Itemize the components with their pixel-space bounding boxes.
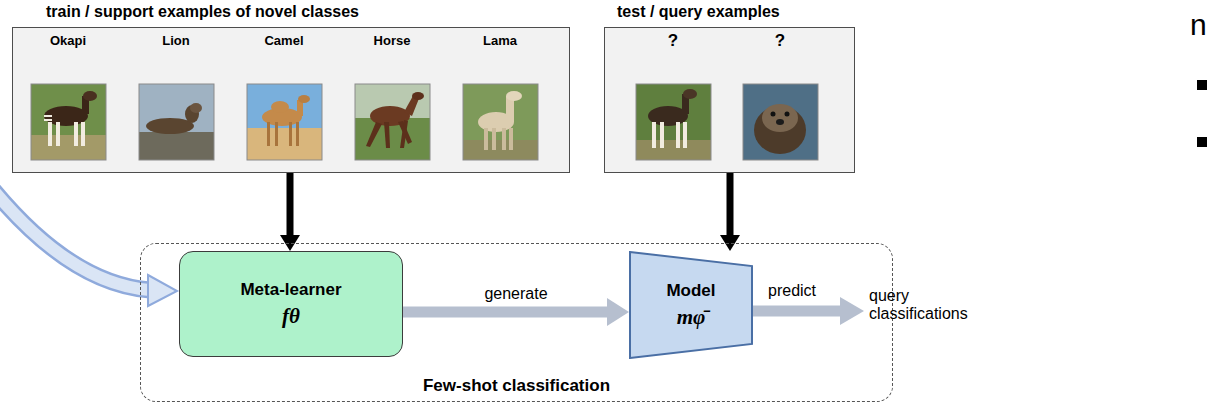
arrow-label: generate [484,285,547,303]
class-name: Camel [264,33,303,48]
cut-off-heading: n [1190,8,1207,42]
input-arrow [280,173,300,251]
support-set-box: train / support examples of novel classe… [12,27,570,173]
panel-heading: test / query examples [617,3,780,21]
box-title: Meta-learner [240,280,341,300]
panel-ground [604,27,855,173]
animal-photo [743,84,818,160]
trapezoid-shape [630,252,752,358]
animal-photo [139,84,214,160]
animal-photo [355,84,430,160]
panel-ground [12,27,570,173]
math-symbol: fθ [282,304,300,329]
few-shot-container: Few-shot classification Meta-learner fθ Mod… [140,243,893,402]
class-name: Horse [374,33,411,48]
bullet-square [1197,137,1207,147]
arrow-label: predict [768,282,816,300]
arrow-shaft [287,173,294,235]
model-trapezoid: Model mφ̄ [629,251,753,359]
output-label: query classifications [869,287,1005,323]
bullet-square [1197,80,1207,90]
animal-photo [636,84,711,160]
unknown-class-mark: ? [775,31,785,51]
math-symbol: mφ̄ [677,305,706,330]
arrow-shaft [403,307,607,318]
panel-heading: train / support examples of novel classe… [46,3,359,21]
animal-photo [31,84,106,160]
incoming-arrow [0,186,177,306]
class-name: Okapi [50,33,86,48]
arrow-shaft [727,173,734,235]
class-name: Lion [162,33,189,48]
class-name: Lama [483,33,517,48]
query-set-box: test / query examples [604,27,855,173]
unknown-class-mark: ? [668,31,678,51]
container-title: Few-shot classification [141,376,892,396]
meta-learner-box: Meta-learner fθ [179,251,403,357]
animal-photo [247,84,322,160]
box-title: Model [666,281,715,301]
predict-arrow [752,297,864,325]
input-arrow [720,173,740,251]
arrow-head [607,298,629,326]
generate-arrow [403,298,629,326]
animal-photo [463,84,538,160]
